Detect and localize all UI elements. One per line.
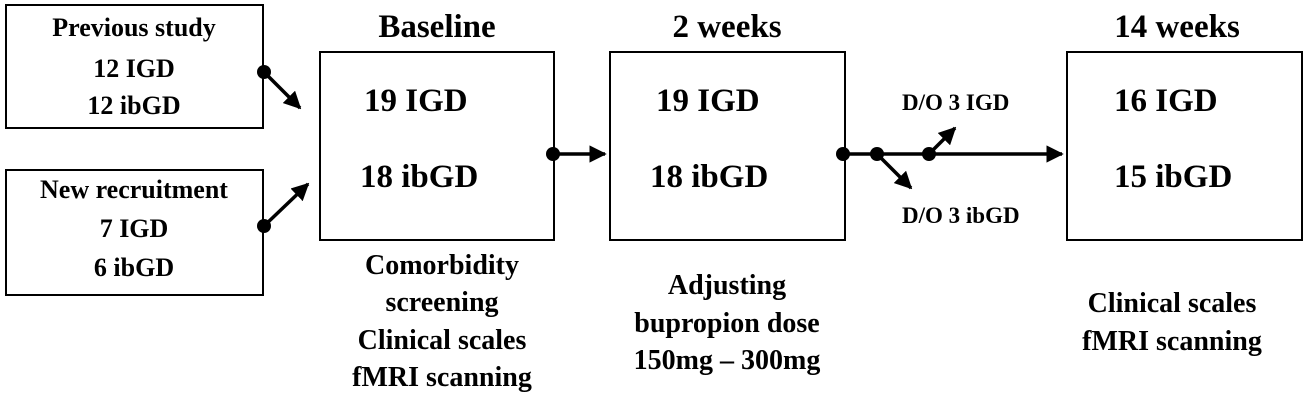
week2-box [609,51,846,241]
week14-note-2: fMRI scanning [1082,326,1262,357]
week2-header: 2 weeks [672,9,782,45]
dot-new [257,219,271,233]
week14-box [1066,51,1303,241]
week14-header: 14 weeks [1114,9,1240,45]
previous-study-box [5,4,264,129]
previous-study-ibgd: 12 ibGD [87,91,181,120]
arrow-previous-to-baseline [262,70,302,110]
dot-previous [257,65,271,79]
dot-week2-out [836,147,850,161]
new-recruitment-igd: 7 IGD [99,214,169,243]
new-recruitment-ibgd: 6 ibGD [93,253,175,282]
dropout-igd-label: D/O 3 IGD [902,90,1010,115]
week2-note-1: Adjusting [667,270,787,301]
new-recruitment-title: New recruitment [40,175,228,204]
arrow-dropout-ibgd [875,152,913,190]
new-recruitment-box [5,169,264,296]
dot-dropout-ibgd [870,147,884,161]
baseline-igd: 19 IGD [364,83,468,119]
week14-ibgd: 15 ibGD [1114,159,1233,195]
baseline-box [319,51,555,241]
previous-study-title: Previous study [52,13,216,42]
baseline-note-2: screening [385,287,499,318]
dot-baseline-out [546,147,560,161]
week14-igd: 16 IGD [1114,83,1218,119]
baseline-ibgd: 18 ibGD [360,159,479,195]
week14-note-1: Clinical scales [1087,288,1257,319]
dropout-ibgd-label: D/O 3 ibGD [902,203,1020,228]
previous-study-igd: 12 IGD [93,54,175,83]
dot-dropout-igd [922,147,936,161]
week2-note-3: 150mg – 300mg [633,345,821,376]
baseline-note-3: Clinical scales [357,325,527,356]
baseline-note-4: fMRI scanning [352,362,532,393]
week2-ibgd: 18 ibGD [650,159,769,195]
week2-igd: 19 IGD [656,83,760,119]
arrow-new-to-baseline [262,182,310,228]
baseline-header: Baseline [378,9,496,45]
baseline-note-1: Comorbidity [365,250,519,281]
week2-note-2: bupropion dose [634,308,820,339]
